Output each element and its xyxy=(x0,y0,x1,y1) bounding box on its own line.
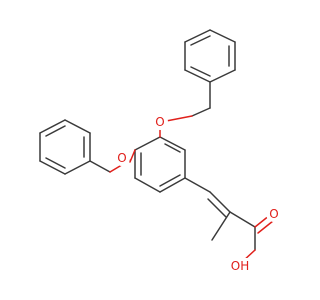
chemical-structure-diagram: O O O OH xyxy=(39,29,282,274)
oxygen-label-upper: O xyxy=(152,114,168,130)
double-bond-inner xyxy=(45,125,66,137)
bond xyxy=(211,211,231,241)
central-benzene-ring xyxy=(134,136,186,193)
bond xyxy=(129,149,136,163)
bond xyxy=(184,177,211,193)
atom-symbol: O xyxy=(155,115,164,129)
bond xyxy=(64,160,91,175)
bond xyxy=(191,107,211,117)
bond xyxy=(159,136,186,151)
bond xyxy=(229,211,256,228)
double-bond-inner xyxy=(207,198,227,218)
hydroxyl-label: OH xyxy=(228,258,252,274)
bond xyxy=(39,119,66,134)
double-bond-inner xyxy=(190,35,211,46)
oxygen-label-carbonyl: O xyxy=(266,206,282,222)
double-bond-inner xyxy=(190,66,211,77)
atom-symbol: O xyxy=(269,207,278,221)
bond xyxy=(184,69,211,83)
bond xyxy=(134,136,161,151)
bond xyxy=(89,160,111,173)
atom-symbol: O xyxy=(117,151,126,165)
double-bond-inner xyxy=(257,220,274,234)
bond xyxy=(209,29,236,43)
bond xyxy=(64,119,91,134)
bond xyxy=(209,191,231,213)
bond xyxy=(159,177,186,193)
double-bond-inner xyxy=(164,143,181,153)
bond xyxy=(184,29,211,43)
bond xyxy=(39,160,66,175)
double-bond-inner xyxy=(159,174,181,187)
bond xyxy=(134,177,161,193)
upper-benzyl-ring xyxy=(184,29,236,83)
atom-symbol: OH xyxy=(231,259,249,273)
bond xyxy=(209,69,236,83)
oxygen-label-lower: O xyxy=(114,150,130,166)
lower-benzyl-ring xyxy=(39,119,91,175)
double-bond-inner xyxy=(45,157,66,169)
